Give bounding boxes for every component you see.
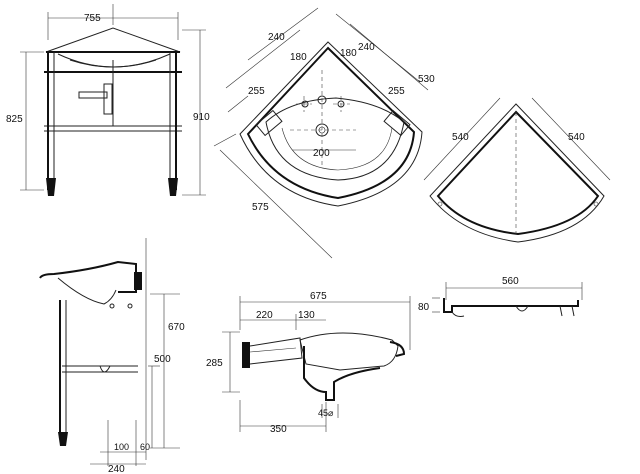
dim-top-left-b: 180 <box>290 52 307 63</box>
dim-front-width: 755 <box>84 13 101 24</box>
left-side-view: 670 500 100 60 240 <box>39 238 185 474</box>
dim-side-total: 675 <box>310 291 327 302</box>
dim-left-base: 240 <box>108 464 125 474</box>
dim-side-height: 285 <box>206 358 223 369</box>
top-small-view: 540 540 <box>423 97 611 243</box>
dim-side-a: 220 <box>256 310 273 321</box>
dim-top-right-d: 530 <box>418 74 435 85</box>
dim-left-lower-height: 500 <box>154 354 171 365</box>
side-view: 675 220 130 285 350 45⌀ <box>206 291 411 435</box>
dim-side-drain: 45⌀ <box>318 408 334 418</box>
dim-top-right-b: 180 <box>340 48 357 59</box>
dim-side-lower: 350 <box>270 424 287 435</box>
top-view: 200 240 180 255 180 240 255 530 575 <box>213 7 435 259</box>
dim-front-total-height: 910 <box>193 112 210 123</box>
dim-front-basin-height: 825 <box>6 114 23 125</box>
dim-left-b: 60 <box>140 442 150 452</box>
dim-side-small-height: 80 <box>418 302 430 313</box>
dim-top-left-c: 255 <box>248 86 265 97</box>
dim-top-right-c: 255 <box>388 86 405 97</box>
dim-bowl-width: 200 <box>313 148 330 159</box>
side-small-view: 560 80 <box>418 276 583 317</box>
dim-top-right-a: 240 <box>358 42 375 53</box>
dim-left-a: 100 <box>114 442 129 452</box>
dim-top-left-a: 240 <box>268 32 285 43</box>
dim-side-small-width: 560 <box>502 276 519 287</box>
dim-top-diagonal: 575 <box>252 202 269 213</box>
dim-small-left: 540 <box>452 132 469 143</box>
front-view: 755 825 910 <box>6 4 210 196</box>
dim-small-right: 540 <box>568 132 585 143</box>
dim-left-total-height: 670 <box>168 322 185 333</box>
dim-side-b: 130 <box>298 310 315 321</box>
